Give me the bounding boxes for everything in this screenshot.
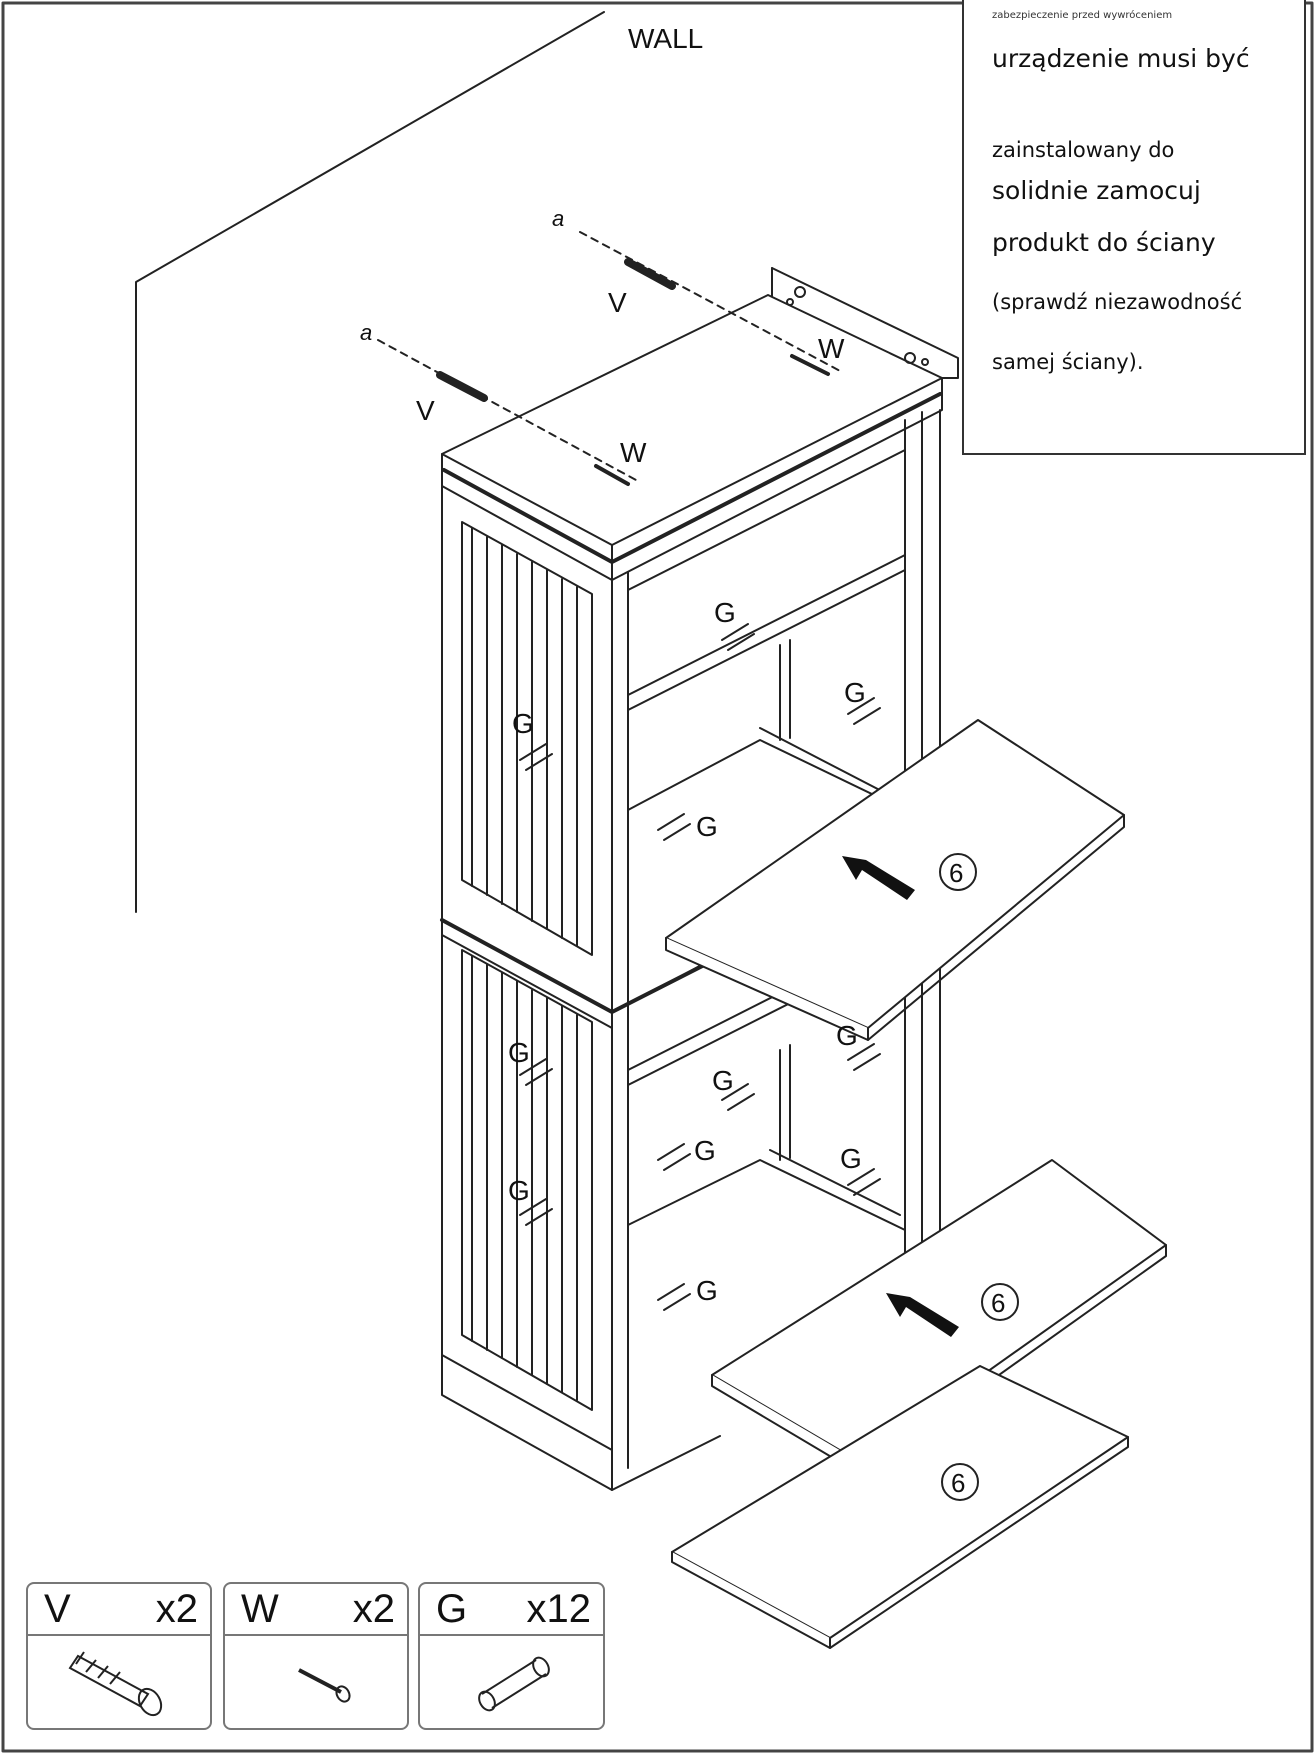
wall-anchor-icon [68, 1651, 163, 1717]
insert-arrow-icon [886, 1293, 959, 1337]
screw-callout: W [620, 437, 647, 468]
part-quantity: x2 [155, 1586, 198, 1631]
warning-line: samej ściany). [992, 350, 1144, 374]
drill-mark: a [552, 206, 564, 231]
dowel-callout: G [836, 1020, 858, 1051]
warning-line: zainstalowany do [992, 138, 1175, 162]
dowel-callout: G [712, 1065, 734, 1096]
insert-arrow-icon [842, 856, 915, 900]
warning-heading: zabezpieczenie przed wywróceniem [992, 10, 1173, 21]
anti-tip-warning-box: zabezpieczenie przed wywróceniem urządze… [962, 0, 1306, 455]
part-letter: W [241, 1586, 279, 1631]
step-number: 6 [991, 1288, 1005, 1318]
dowel-callout: G [844, 677, 866, 708]
step-number: 6 [949, 858, 963, 888]
screw-icon [298, 1668, 351, 1703]
dowel-callout: G [512, 708, 534, 739]
dowel-callout: G [508, 1175, 530, 1206]
wall-label: WALL [628, 23, 703, 54]
dowel-callout: G [696, 811, 718, 842]
step-number: 6 [951, 1468, 965, 1498]
dowel-callout: G [694, 1135, 716, 1166]
dowel-callout: G [696, 1275, 718, 1306]
dowel-icon [478, 1656, 550, 1712]
warning-line: solidnie zamocuj [992, 176, 1201, 205]
wall-outline [135, 11, 605, 913]
dowel-callout: G [508, 1037, 530, 1068]
dowel-callout: G [840, 1143, 862, 1174]
part-quantity: x2 [352, 1586, 395, 1631]
anchor-callout: V [416, 395, 435, 426]
part-letter: G [436, 1586, 468, 1631]
warning-line: urządzenie musi być [992, 44, 1250, 73]
anchor-callout: V [608, 287, 627, 318]
warning-line: produkt do ściany [992, 228, 1216, 257]
screw-callout: W [818, 333, 845, 364]
drill-mark: a [360, 320, 372, 345]
dowel-callout: G [714, 597, 736, 628]
cabinet-top-panel [441, 294, 943, 546]
warning-line: (sprawdź niezawodność [992, 290, 1243, 314]
part-letter: V [44, 1586, 71, 1631]
shelf-panel-upper [665, 719, 1125, 1029]
part-quantity: x12 [526, 1586, 592, 1631]
